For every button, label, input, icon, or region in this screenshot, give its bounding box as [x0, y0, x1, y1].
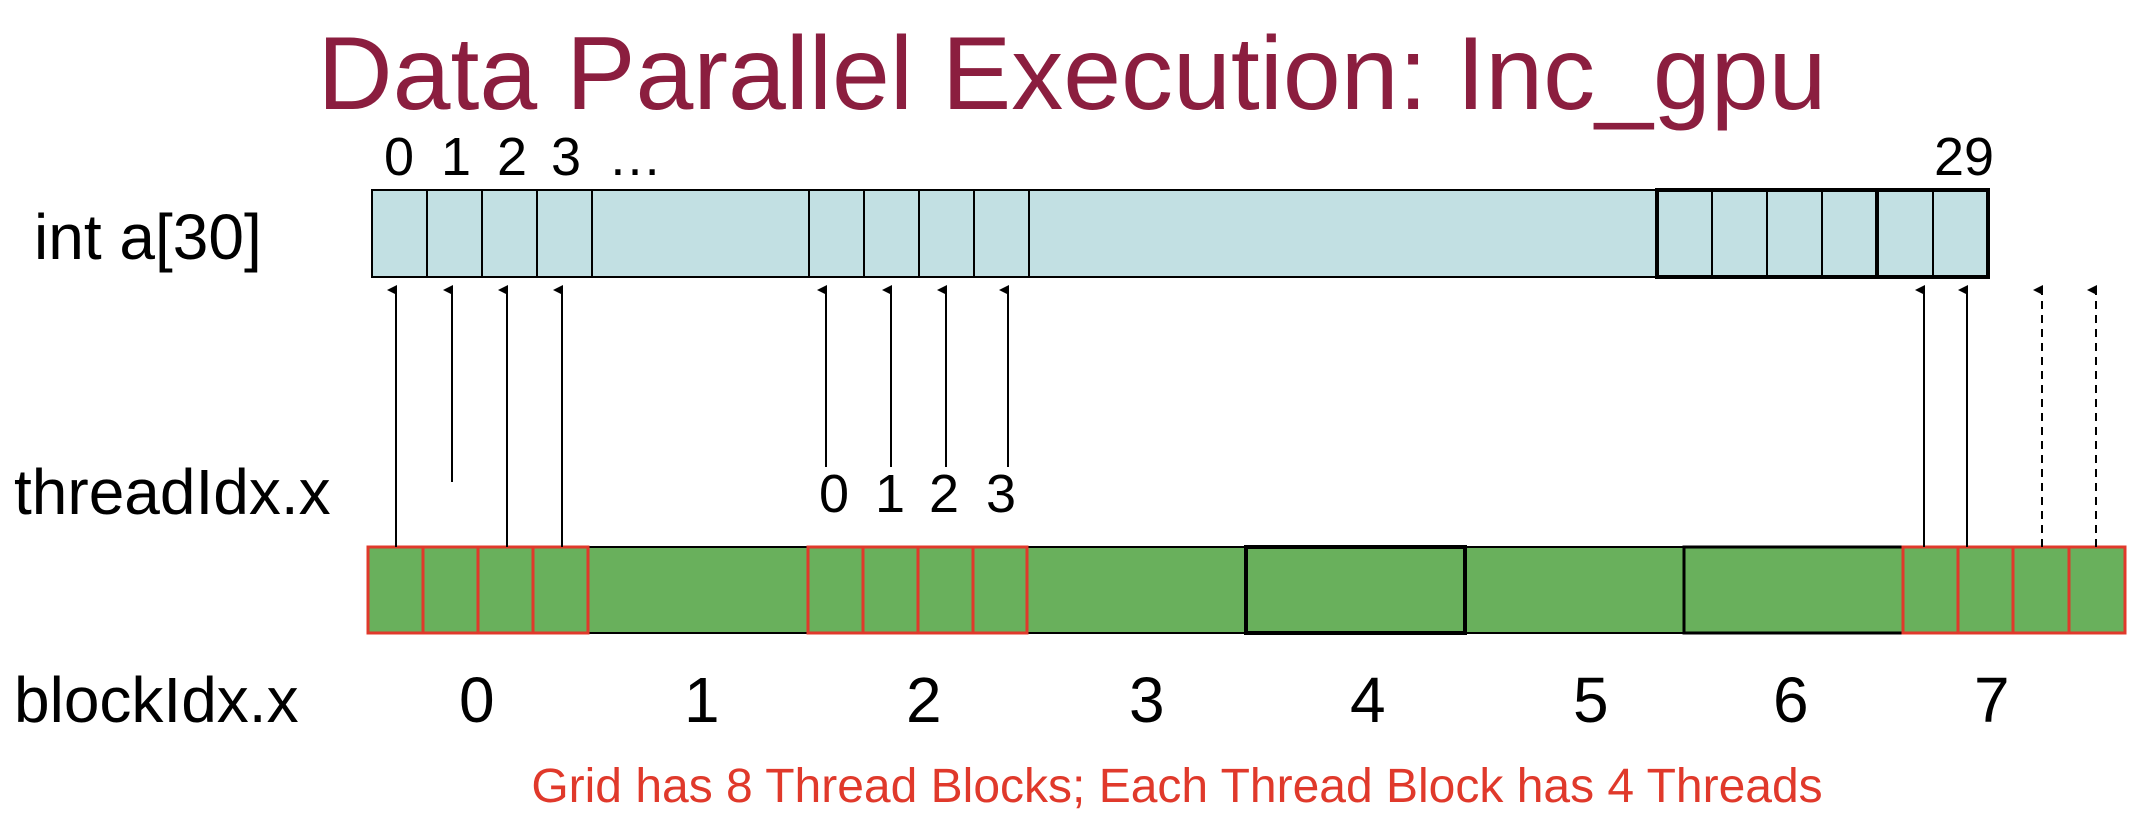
array-index-1: 1: [441, 127, 472, 187]
array-index-29: 29: [1934, 127, 1995, 187]
thread-arrows: [387, 285, 1968, 547]
array-group-7: [1875, 188, 1990, 279]
block-bar: [366, 545, 2127, 635]
thread-index-label: threadIdx.x: [14, 456, 331, 528]
block-number-6: 6: [1773, 664, 1809, 736]
block-number-0: 0: [459, 664, 495, 736]
array-index-0: 0: [384, 127, 415, 187]
array-bar: [371, 188, 1990, 279]
thread-index-2: 2: [929, 464, 960, 524]
block-number-1: 1: [684, 664, 720, 736]
block-index-label: blockIdx.x: [14, 664, 299, 736]
block-number-3: 3: [1129, 664, 1165, 736]
thread-index-1: 1: [875, 464, 906, 524]
block-number-4: 4: [1350, 664, 1386, 736]
array-index-3: 3: [551, 127, 582, 187]
array-index-2: 2: [497, 127, 528, 187]
array-cell-dividers: [426, 190, 1934, 277]
thread-cells-highlight: [366, 545, 2127, 635]
array-index-ellipsis: …: [608, 127, 662, 187]
diagram-title: Data Parallel Execution: Inc_gpu: [317, 16, 1827, 132]
block-number-7: 7: [1974, 664, 2010, 736]
caption: Grid has 8 Thread Blocks; Each Thread Bl…: [531, 760, 1823, 813]
array-label: int a[30]: [34, 201, 262, 273]
block-4-outline: [1244, 545, 1467, 635]
thread-index-3: 3: [986, 464, 1017, 524]
block-number-5: 5: [1573, 664, 1609, 736]
inactive-thread-arrows: [2033, 285, 2097, 547]
thread-index-0: 0: [819, 464, 850, 524]
array-background: [371, 189, 1989, 278]
block-number-2: 2: [906, 664, 942, 736]
